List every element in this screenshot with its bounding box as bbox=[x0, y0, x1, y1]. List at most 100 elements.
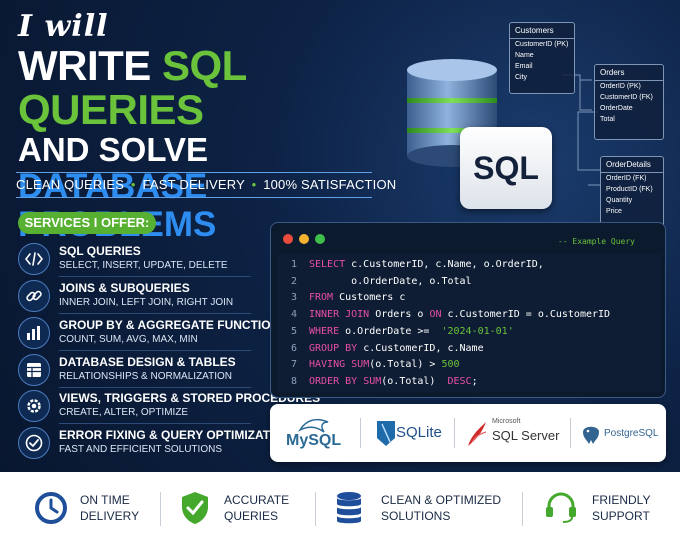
schema-field: Quantity bbox=[606, 197, 633, 204]
code-text: FROM Customers c bbox=[309, 290, 405, 306]
database-logos: MySQL SQLite Microsoft SQL Server Postgr… bbox=[270, 404, 666, 462]
service-desc: FAST AND EFFICIENT SOLUTIONS bbox=[59, 444, 222, 455]
microsoft-label: Microsoft bbox=[492, 418, 521, 425]
footer-line2: DELIVERY bbox=[80, 509, 140, 523]
schema-field: Name bbox=[515, 52, 534, 59]
window-controls bbox=[271, 223, 665, 251]
mysql-logo: MySQL bbox=[284, 404, 354, 462]
postgresql-wordmark: PostgreSQL bbox=[604, 428, 659, 439]
tagline-sep: • bbox=[251, 177, 257, 192]
code-comment: -- Example Query bbox=[557, 237, 635, 246]
sqlite-logo: SQLite bbox=[360, 404, 450, 462]
headline-sql-queries: SQL QUERIES bbox=[18, 42, 247, 133]
service-item: DATABASE DESIGN & TABLES RELATIONSHIPS &… bbox=[18, 354, 262, 388]
code-token: ; bbox=[471, 375, 478, 387]
tagline-fast: FAST DELIVERY bbox=[142, 177, 245, 192]
footer: ON TIME DELIVERY ACCURATE QUERIES CLEAN … bbox=[0, 472, 680, 544]
schema-field: Total bbox=[600, 116, 615, 123]
schema-table-title: Orders bbox=[595, 65, 663, 81]
code-icon bbox=[18, 243, 50, 275]
check-circle-icon bbox=[18, 427, 50, 459]
schema-table-title: Customers bbox=[510, 23, 574, 39]
code-token: SUM bbox=[363, 375, 382, 387]
code-token: o.OrderDate, o.Total bbox=[309, 275, 472, 287]
sql-badge: SQL bbox=[460, 127, 552, 209]
footer-line1: ACCURATE bbox=[224, 493, 290, 507]
tagline-sep: • bbox=[130, 177, 136, 192]
services-heading: SERVICES I OFFER: bbox=[18, 212, 156, 234]
sqlserver-wordmark: SQL Server bbox=[492, 428, 560, 443]
line-number: 2 bbox=[290, 275, 297, 287]
database-icon bbox=[337, 492, 361, 524]
close-dot-icon bbox=[283, 234, 293, 244]
code-text: INNER JOIN Orders o ON c.CustomerID = o.… bbox=[309, 307, 610, 323]
elephant-icon bbox=[583, 426, 599, 444]
code-text: o.OrderDate, o.Total bbox=[309, 274, 472, 290]
service-title: DATABASE DESIGN & TABLES bbox=[59, 355, 236, 369]
headline-database-problems: DATABASE PROBLEMS bbox=[18, 167, 216, 244]
sqlite-wordmark: SQLite bbox=[396, 424, 442, 441]
shield-check-icon bbox=[182, 492, 208, 524]
code-token: Customers c bbox=[333, 292, 406, 304]
schema-table-orderdetails: OrderDetails OrderID (FK) ProductID (FK)… bbox=[600, 156, 664, 230]
line-number: 5 bbox=[290, 325, 297, 337]
schema-field: Price bbox=[606, 208, 622, 215]
code-area: 1 SELECT c.CustomerID, c.Name, o.OrderID,… bbox=[277, 254, 661, 392]
headset-icon bbox=[546, 492, 576, 523]
code-token: 500 bbox=[441, 359, 460, 371]
code-token: WHERE bbox=[309, 325, 340, 337]
clock-icon bbox=[35, 492, 67, 524]
code-token: SUM bbox=[351, 359, 370, 371]
service-title: GROUP BY & AGGREGATE FUNCTIONS bbox=[59, 318, 288, 332]
schema-field: Email bbox=[515, 63, 533, 70]
code-token: DESC bbox=[447, 375, 472, 387]
dolphin-icon bbox=[298, 418, 329, 433]
service-desc: RELATIONSHIPS & NORMALIZATION bbox=[59, 371, 232, 382]
code-token: HAVING bbox=[309, 359, 346, 371]
footer-line2: SUPPORT bbox=[592, 509, 650, 523]
schema-table-title: OrderDetails bbox=[601, 157, 663, 173]
service-title: SQL QUERIES bbox=[59, 244, 141, 258]
schema-table-customers: Customers CustomerID (PK) Name Email Cit… bbox=[509, 22, 575, 94]
code-token: o.OrderDate >= bbox=[339, 325, 442, 337]
code-token: SELECT bbox=[309, 259, 346, 270]
code-text: GROUP BY c.CustomerID, c.Name bbox=[309, 341, 484, 357]
line-number: 1 bbox=[290, 259, 297, 270]
service-item: VIEWS, TRIGGERS & STORED PROCEDURES CREA… bbox=[18, 390, 320, 424]
service-item: SQL QUERIES SELECT, INSERT, UPDATE, DELE… bbox=[18, 243, 262, 277]
code-token: c.CustomerID = o.CustomerID bbox=[441, 309, 611, 321]
footer-line1: FRIENDLY bbox=[592, 493, 651, 507]
schema-field: OrderID (PK) bbox=[600, 83, 641, 90]
footer-item: ACCURATE QUERIES bbox=[160, 472, 330, 544]
headline: I will WRITE SQL QUERIES AND SOLVE DATAB… bbox=[18, 10, 398, 244]
schema-field: CustomerID (PK) bbox=[515, 41, 569, 48]
gear-icon bbox=[18, 390, 50, 422]
maximize-dot-icon bbox=[315, 234, 325, 244]
headline-i-will: I will bbox=[18, 9, 109, 44]
link-icon bbox=[18, 280, 50, 312]
code-token: GROUP BY bbox=[309, 342, 358, 354]
mysql-wordmark: MySQL bbox=[286, 432, 342, 449]
code-token: '2024-01-01' bbox=[441, 325, 514, 337]
code-token: (o.Total) > bbox=[369, 359, 442, 371]
bar-chart-icon bbox=[18, 317, 50, 349]
service-title: VIEWS, TRIGGERS & STORED PROCEDURES bbox=[59, 391, 321, 405]
feather-icon bbox=[377, 421, 395, 446]
line-number: 8 bbox=[290, 375, 297, 387]
service-desc: SELECT, INSERT, UPDATE, DELETE bbox=[59, 260, 228, 271]
code-token: c.CustomerID, c.Name bbox=[357, 342, 484, 354]
line-number: 4 bbox=[290, 309, 297, 321]
code-token: c.CustomerID, c.Name, o.OrderID, bbox=[345, 259, 544, 270]
table-icon bbox=[18, 354, 50, 386]
service-item: JOINS & SUBQUERIES INNER JOIN, LEFT JOIN… bbox=[18, 280, 262, 314]
line-number: 6 bbox=[290, 342, 297, 354]
service-desc: CREATE, ALTER, OPTIMIZE bbox=[59, 407, 189, 418]
code-text: SELECT c.CustomerID, c.Name, o.OrderID, bbox=[309, 257, 544, 273]
code-text: WHERE o.OrderDate >= '2024-01-01' bbox=[309, 324, 514, 340]
service-title: JOINS & SUBQUERIES bbox=[59, 281, 190, 295]
footer-line2: QUERIES bbox=[224, 509, 279, 523]
footer-line2: SOLUTIONS bbox=[381, 509, 451, 523]
service-desc: INNER JOIN, LEFT JOIN, RIGHT JOIN bbox=[59, 297, 234, 308]
code-token: Orders o bbox=[369, 309, 430, 321]
